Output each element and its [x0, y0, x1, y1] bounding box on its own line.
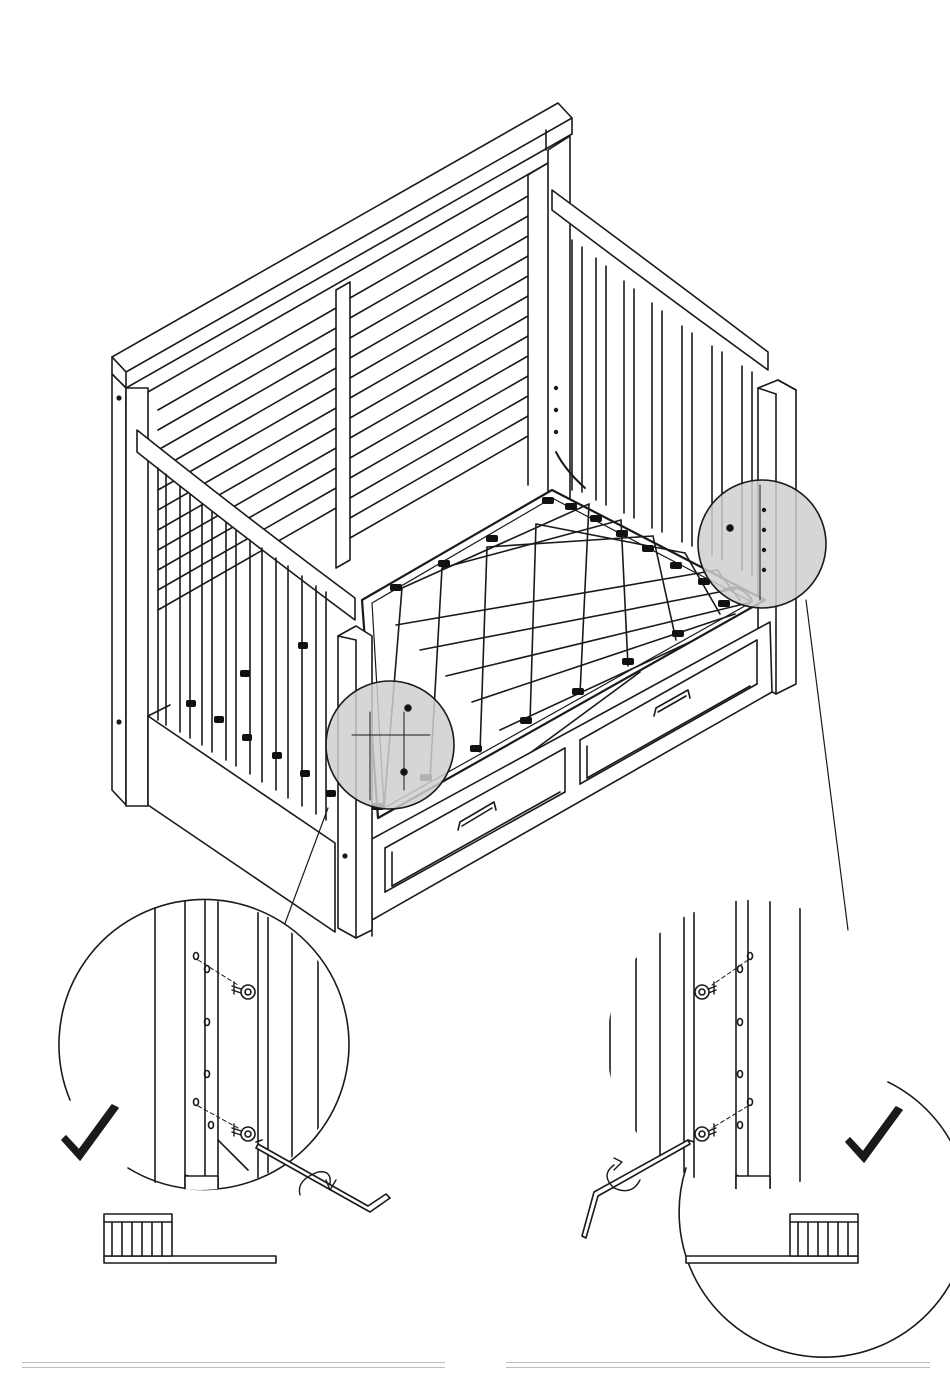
bolt-icon	[727, 525, 733, 531]
detail-view-left	[59, 890, 390, 1263]
bolt-icon	[695, 1124, 716, 1141]
allen-key-icon[interactable]	[582, 1140, 694, 1238]
footer-rule-left	[22, 1362, 445, 1368]
bolt-icon	[401, 769, 407, 775]
bolt-icon	[405, 705, 411, 711]
detail-view-right	[582, 890, 950, 1357]
crib-orientation-icon	[104, 1214, 276, 1263]
footer-rule-right	[506, 1362, 930, 1368]
